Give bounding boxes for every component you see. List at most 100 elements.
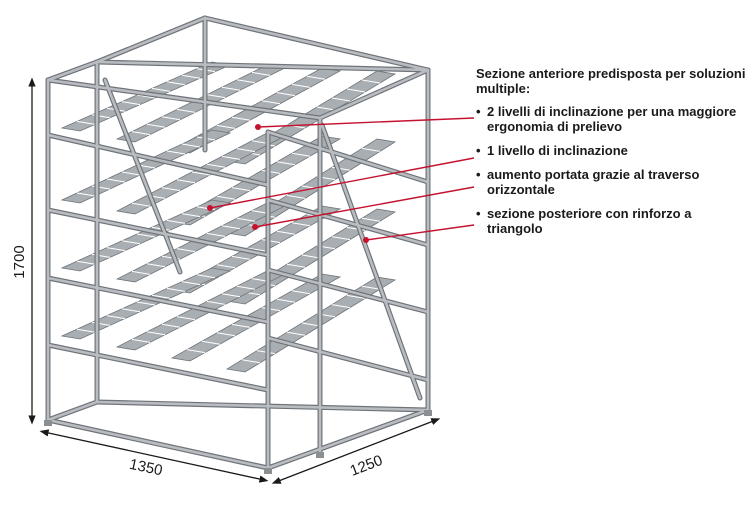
depth-dimension-label: 1250 (348, 452, 385, 480)
roller (76, 120, 96, 125)
top-rail-right-highlight (318, 68, 430, 120)
callout-item-triangle: • sezione posteriore con rinforzo a tria… (476, 206, 748, 236)
roller (331, 97, 351, 102)
diagonal-brace-highlight (320, 123, 422, 400)
width-dimension-line (39, 429, 269, 483)
bullet-icon: • (476, 206, 481, 221)
roller (236, 148, 256, 153)
roller (176, 316, 196, 321)
roller (206, 232, 226, 237)
roller (166, 219, 186, 224)
roller (241, 359, 261, 364)
roller (301, 254, 321, 259)
foot-mid-right (316, 452, 324, 458)
roller (166, 287, 186, 292)
beam-right-1-highlight (266, 130, 430, 184)
roller (176, 108, 196, 113)
callout-item-two-levels: • 2 livelli di inclinazione per una magg… (476, 104, 748, 134)
roller (181, 281, 201, 286)
top-rail-back-left-highlight (95, 16, 207, 64)
callout-item-text: 1 livello di inclinazione (487, 143, 628, 158)
callout-item-crossbar: • aumento portata grazie al traverso ori… (476, 167, 748, 197)
roller (261, 307, 281, 312)
callout-item-text: 2 livelli di inclinazione per una maggio… (487, 104, 737, 134)
bottom-rail-right-highlight (266, 408, 430, 470)
roller (361, 147, 381, 152)
roller (151, 294, 171, 299)
bullet-icon: • (476, 104, 481, 119)
roller (231, 255, 251, 260)
roller (261, 100, 281, 105)
roller (106, 315, 126, 320)
top-rail-back-top-highlight (203, 16, 430, 72)
leader-line-1 (257, 117, 475, 128)
roller (236, 285, 256, 290)
roller (331, 304, 351, 309)
width-dimension-label: 1350 (128, 456, 164, 480)
roller (176, 248, 196, 253)
roller (106, 178, 126, 183)
roller (76, 192, 96, 197)
callout-heading: Sezione anteriore predisposta per soluzi… (476, 66, 746, 96)
callout-panel: Sezione anteriore predisposta per soluzi… (476, 66, 748, 245)
roller (361, 217, 381, 222)
roller (76, 260, 96, 265)
roller (201, 340, 221, 345)
roller (216, 332, 236, 337)
bullet-icon: • (476, 167, 481, 182)
roller (236, 79, 256, 84)
roller (316, 106, 336, 111)
roller (261, 239, 281, 244)
roller (216, 195, 236, 200)
leader-marker-3 (252, 224, 258, 230)
roller (346, 88, 366, 93)
height-dimension-label: 1700 (11, 245, 28, 278)
roller (361, 285, 381, 290)
roller (221, 225, 241, 230)
roller (251, 71, 271, 76)
beam-front-2-highlight (46, 208, 270, 257)
roller (166, 81, 186, 86)
callout-item-one-level: • 1 livello di inclinazione (476, 143, 748, 158)
depth-dimension-line (271, 418, 441, 484)
roller (186, 349, 206, 354)
roller (121, 308, 141, 313)
roller (131, 131, 151, 136)
roller (146, 123, 166, 128)
roller (301, 185, 321, 190)
roller (216, 124, 236, 129)
dimension-lines (28, 77, 441, 484)
roller (231, 116, 251, 121)
roller (221, 86, 241, 91)
roller (206, 163, 226, 168)
roller (291, 83, 311, 88)
leader-marker-2 (207, 205, 213, 211)
top-rail-back-highlight (95, 60, 430, 72)
roller (181, 143, 201, 148)
side-rail-left-top-highlight (46, 60, 99, 82)
roller (276, 161, 296, 166)
roller (196, 274, 216, 279)
beam-right-4-highlight (266, 336, 430, 382)
roller (76, 328, 96, 333)
roller (306, 75, 326, 80)
roller (276, 92, 296, 97)
foot-front-left (44, 420, 52, 426)
roller (286, 194, 306, 199)
roller (151, 87, 171, 92)
roller (121, 101, 141, 106)
roller (166, 150, 186, 155)
callout-item-text: sezione posteriore con rinforzo a triang… (487, 206, 692, 236)
roller (161, 323, 181, 328)
roller (191, 171, 211, 176)
callout-leaders (209, 117, 475, 241)
roller (106, 247, 126, 252)
bottom-rail-back-highlight (95, 400, 430, 412)
roller (286, 263, 306, 268)
callout-item-text: aumento portata grazie al traverso orizz… (487, 167, 700, 197)
roller (136, 94, 156, 99)
foot-back-right (424, 410, 432, 416)
beam-right-2-highlight (266, 198, 430, 247)
roller (146, 331, 166, 336)
